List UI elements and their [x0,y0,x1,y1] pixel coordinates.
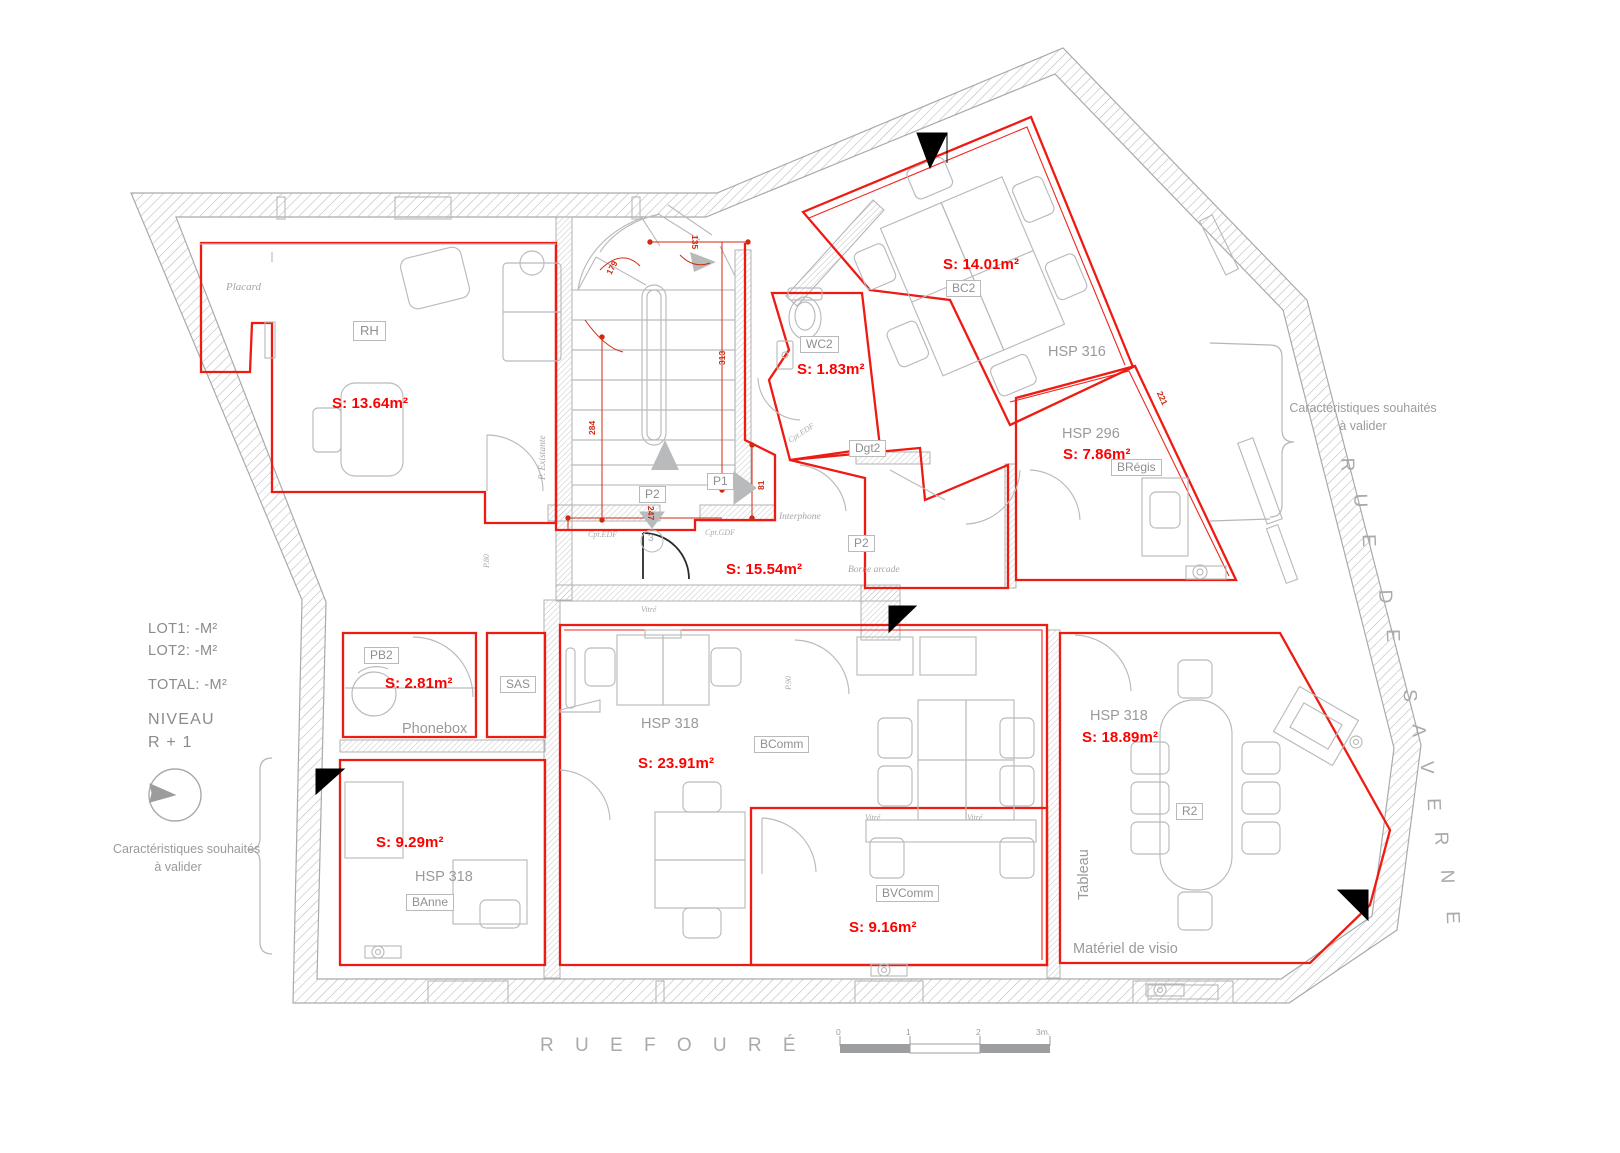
label-placard: Placard [226,281,262,293]
legend-niveau-label: NIVEAU [148,711,215,728]
dimension-135: 135 [690,235,700,250]
annotation-p-existante: P. Existante [538,435,548,480]
room-code-rh: RH [353,321,386,341]
saverne-char-e3: E [1422,797,1445,812]
area-rh-office: S: 13.64m² [332,395,409,412]
saverne-char-e4: E [1441,910,1464,925]
scale-tick-3: 3m. [1036,1027,1051,1037]
scale-tick-2: 2 [976,1027,981,1037]
scale-tick-0: 0 [836,1027,841,1037]
room-code-bcomm: BComm [754,736,810,753]
door-label-p2-a: P2 [639,486,666,503]
hsp-316: HSP 316 [1048,344,1106,360]
saverne-char-u: U [1349,493,1371,508]
furniture-layer [200,156,1363,1004]
saverne-char-r2: R [1430,831,1452,846]
saverne-char-s: S [1398,688,1421,703]
area-wc2: S: 1.83m² [797,361,865,378]
area-banne-office: S: 9.29m² [376,834,444,851]
dimension-313: 313 [717,350,727,365]
room-code-banne: BAnne [406,894,455,911]
label-phonebox: Phonebox [402,721,468,737]
dimension-284: 284 [587,420,597,435]
area-bcomm-openspace: S: 23.91m² [638,755,715,772]
legend-niveau-value: R + 1 [148,734,193,751]
label-materiel-visio: Matériel de visio [1073,941,1178,957]
scale-bar [839,1036,1051,1054]
label-tableau: Tableau [1076,849,1092,900]
hsp-318-bcomm: HSP 318 [641,716,699,732]
saverne-char-d: D [1374,589,1396,604]
annotation-interphone: Interphone [779,512,821,522]
room-code-bvcomm: BVComm [876,885,940,902]
room-code-dgt2: Dgt2 [849,440,887,457]
exterior-walls [130,47,1422,1004]
area-bvcomm-office: S: 9.16m² [849,919,917,936]
dimension-247: 247 [646,506,656,521]
legend-total: TOTAL: -M² [148,677,228,693]
annotation-vitre-1: Vitré [641,605,657,614]
annotation-vitre-3: Vitré [967,813,983,822]
legend-note-left-line2: à valider [154,860,202,874]
legend-note-right-line2: à valider [1339,419,1387,433]
saverne-char-e2: E [1381,628,1404,643]
dimension-81: 81 [756,480,766,490]
stair-marker-3: 3 [648,533,654,544]
lot-boundary-outline [199,115,1392,967]
area-phonebox: S: 2.81m² [385,675,453,692]
saverne-char-v: V [1415,760,1438,775]
hsp-318-banne: HSP 318 [415,869,473,885]
area-r2-meeting: S: 18.89m² [1082,729,1159,746]
annotation-borne-arcade: Borne arcade [848,565,900,575]
room-code-bc2: BC2 [946,280,982,297]
area-bregis-office: S: 7.86m² [1063,446,1131,463]
area-bc2-office: S: 14.01m² [943,256,1020,273]
window-markers [315,132,1369,922]
annotation-p80: P.80 [482,554,491,568]
annotation-cpt-edf-1: Cpt.EDF [588,530,618,539]
street-label-rue-foure: R U E F O U R É [540,1035,804,1056]
annotation-cpt-gdf: Cpt.GDF [705,528,735,537]
saverne-char-e: E [1357,533,1380,548]
saverne-char-r: R [1336,457,1358,472]
room-code-r2: R2 [1176,803,1204,820]
legend-lot2: LOT2: -M² [148,643,218,659]
scale-tick-1: 1 [906,1027,911,1037]
annotation-p90: P.90 [784,676,793,690]
room-code-sas: SAS [500,676,537,693]
room-code-wc2: WC2 [800,336,839,353]
legend-note-right-line1: Caractéristiques souhaités [1289,401,1437,415]
room-code-pb2: PB2 [364,647,399,664]
hsp-296: HSP 296 [1062,426,1120,442]
dimension-lines [565,239,755,530]
north-arrow-icon [148,768,202,822]
legend-lot1: LOT1: -M² [148,621,218,637]
door-label-p2-b: P2 [848,535,875,552]
hsp-318-r2: HSP 318 [1090,708,1148,724]
room-code-bregis: BRégis [1111,459,1162,476]
door-label-p1: P1 [707,473,734,490]
area-hall: S: 15.54m² [726,561,803,578]
legend-note-left-line1: Caractéristiques souhaités [113,842,261,856]
annotation-vitre-2: Vitré [865,813,881,822]
saverne-char-a: A [1407,723,1430,738]
saverne-char-n: N [1436,869,1458,884]
